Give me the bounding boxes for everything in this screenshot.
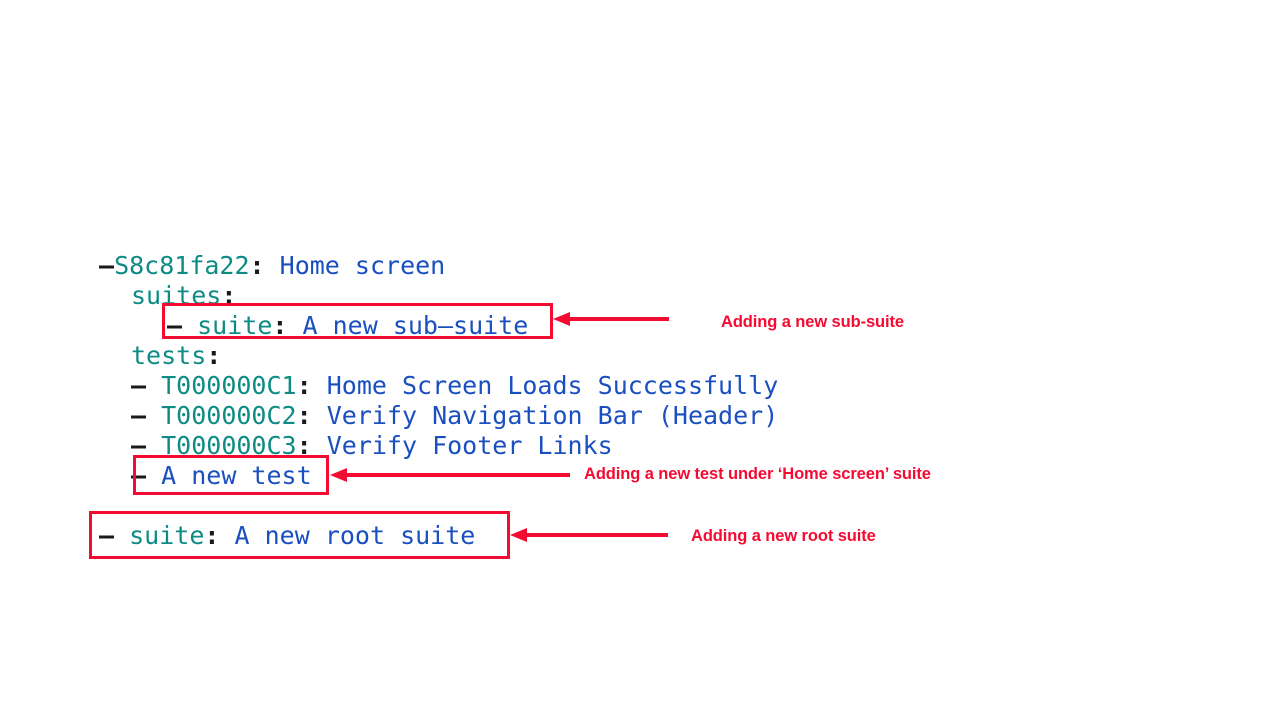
root-suite-id: S8c81fa22	[114, 251, 250, 280]
tree-line-new-sub-suite: – suite: A new sub–suite	[167, 311, 528, 341]
tests-key-label: tests	[131, 341, 207, 370]
highlight-box-sub-suite	[162, 303, 553, 339]
colon-separator: :	[296, 431, 312, 460]
arrow-sub-suite	[553, 312, 669, 326]
highlight-box-new-test	[133, 455, 329, 495]
arrow-new-test	[330, 468, 570, 482]
bullet-dash-icon: –	[99, 251, 115, 280]
colon-separator: :	[296, 371, 312, 400]
colon-separator: :	[204, 521, 220, 550]
bullet-dash-icon: –	[131, 401, 147, 430]
tree-line-test-item: – T000000C2: Verify Navigation Bar (Head…	[131, 401, 778, 431]
new-test-name: A new test	[161, 461, 312, 490]
sub-suite-name: A new sub–suite	[302, 311, 529, 340]
root-suite-name: Home screen	[279, 251, 446, 280]
arrow-root-suite	[510, 528, 668, 542]
bullet-dash-icon: –	[131, 371, 147, 400]
bullet-dash-icon: –	[167, 311, 183, 340]
annotation-label-new-test: Adding a new test under ‘Home screen’ su…	[584, 465, 931, 483]
colon-separator: :	[221, 281, 237, 310]
colon-separator: :	[249, 251, 265, 280]
bullet-dash-icon: –	[131, 431, 147, 460]
colon-separator: :	[296, 401, 312, 430]
tree-line-root-suite: –S8c81fa22: Home screen	[99, 251, 445, 281]
tree-line-new-test: – A new test	[131, 461, 312, 491]
highlight-box-root-suite	[89, 511, 510, 559]
test-case-name: Home Screen Loads Successfully	[326, 371, 779, 400]
test-case-name: Verify Footer Links	[326, 431, 613, 460]
test-case-id: T000000C2	[161, 401, 297, 430]
test-case-id: T000000C1	[161, 371, 297, 400]
colon-separator: :	[206, 341, 222, 370]
colon-separator: :	[272, 311, 288, 340]
new-root-suite-name: A new root suite	[234, 521, 476, 550]
bullet-dash-icon: –	[99, 521, 115, 550]
root-suite-key-label: suite	[129, 521, 205, 550]
annotation-label-root-suite: Adding a new root suite	[691, 527, 876, 545]
sub-suite-key-label: suite	[197, 311, 273, 340]
tree-line-test-item: – T000000C1: Home Screen Loads Successfu…	[131, 371, 778, 401]
annotation-label-sub-suite: Adding a new sub-suite	[721, 313, 904, 331]
tree-line-tests-key: tests:	[131, 341, 221, 371]
tree-line-new-root-suite: – suite: A new root suite	[99, 521, 475, 551]
test-case-name: Verify Navigation Bar (Header)	[326, 401, 779, 430]
